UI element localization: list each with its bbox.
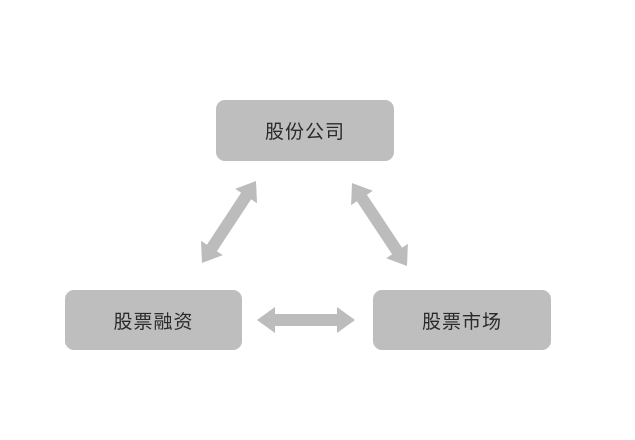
arrow-company-financing xyxy=(201,181,257,263)
node-financing-label: 股票融资 xyxy=(113,310,194,333)
node-company-label: 股份公司 xyxy=(264,121,345,143)
arrow-financing-market xyxy=(257,307,355,333)
node-market: 股票市场 xyxy=(373,290,551,350)
node-market-label: 股票市场 xyxy=(421,310,502,333)
node-company: 股份公司 xyxy=(216,100,394,161)
node-financing: 股票融资 xyxy=(65,290,242,350)
arrow-company-market xyxy=(351,183,408,266)
